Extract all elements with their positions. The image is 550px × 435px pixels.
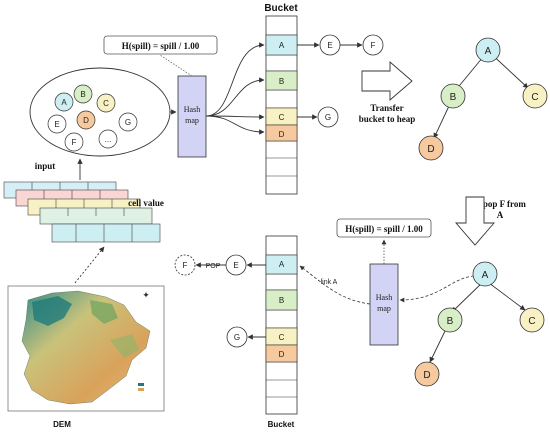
bottom-bucket-c-label: C: [279, 333, 285, 342]
top-heap-node-a-label: A: [485, 46, 492, 57]
bottom-node-e-label: E: [233, 261, 238, 270]
input-node-g-label: G: [125, 118, 131, 127]
top-bucket-b: [265, 70, 298, 91]
top-bucket-d-label: D: [279, 130, 285, 139]
top-bucket-title: Bucket: [264, 3, 298, 14]
bottom-heap-node-c: [519, 307, 545, 333]
bottom-hash-map: [369, 263, 399, 346]
bottom-bucket-b-label: B: [279, 296, 284, 305]
input-node-d-label: D: [83, 116, 89, 125]
bottom-node-f-label: F: [183, 261, 188, 270]
link-a-arrow: [299, 265, 371, 305]
top-formula-link: [159, 54, 193, 77]
bottom-bucket-d: [265, 344, 298, 363]
top-chain-node-g-label: G: [325, 113, 331, 122]
bottom-formula-text: H(spill) = spill / 1.00: [345, 224, 423, 234]
dem-label: DEM: [53, 420, 71, 429]
top-heap-node-b: [440, 83, 466, 109]
bottom-node-g: [226, 326, 248, 348]
top-hash-map: [177, 75, 207, 158]
input-node-e: [47, 114, 67, 134]
top-formula-text: H(spill) = spill / 1.00: [122, 41, 200, 51]
bottom-heap: [429, 279, 526, 363]
bottom-heap-node-a: [472, 261, 498, 287]
bottom-heap-node-b: [437, 307, 463, 333]
cell-value-grids: [3, 181, 161, 243]
top-hash-to-bucket-arrows: [205, 42, 265, 135]
pop-block-arrow: [455, 196, 495, 246]
input-node-e-label: E: [54, 120, 59, 129]
input-label: input: [35, 161, 56, 171]
bottom-heap-node-b-label: B: [447, 316, 454, 327]
transfer-block-arrow: [361, 61, 413, 101]
bottom-heap-node-c-label: C: [528, 316, 535, 327]
top-chain-node-f: [362, 34, 384, 56]
top-heap-node-d-label: D: [427, 144, 434, 155]
input-node-ellipsis: [98, 129, 118, 149]
top-heap-node-c: [522, 83, 548, 109]
heap-to-hash-arrow: [399, 275, 475, 303]
bottom-hash-label-2: map: [377, 304, 391, 313]
pop-text-1: If pop F from: [474, 199, 526, 209]
transfer-label-1: Transfer: [370, 103, 403, 113]
dem-map: ✦: [7, 285, 165, 412]
top-hash-label-1: Hash: [184, 105, 200, 114]
svg-text:✦: ✦: [142, 291, 150, 301]
pop-text-2: A: [497, 210, 504, 220]
bottom-heap-node-d: [414, 361, 440, 387]
top-bucket-b-label: B: [279, 77, 284, 86]
input-node-a: [54, 92, 74, 112]
top-chain-node-e-label: E: [327, 41, 332, 50]
bottom-bucket-b: [265, 289, 298, 311]
input-node-c-label: C: [103, 99, 109, 108]
input-node-b: [73, 84, 93, 104]
top-chain-node-f-label: F: [371, 41, 376, 50]
bottom-formula-box: [336, 218, 432, 238]
input-node-b-label: B: [80, 90, 85, 99]
bottom-node-g-label: G: [234, 333, 240, 342]
link-a-label: link A: [321, 279, 338, 286]
cell-value-label: cell value: [128, 198, 164, 208]
bottom-bucket-d-label: D: [279, 350, 285, 359]
bottom-heap-node-d-label: D: [423, 370, 430, 381]
bottom-bucket-a: [265, 254, 298, 275]
input-node-f-label: F: [72, 138, 77, 147]
input-node-c: [96, 93, 116, 113]
bottom-bucket-title: Bucket: [268, 420, 295, 429]
input-node-d: [76, 110, 96, 130]
input-node-f: [64, 132, 84, 152]
top-heap-node-b-label: B: [450, 92, 457, 103]
pop-label: POP: [206, 263, 221, 270]
bottom-node-f-popped: [174, 254, 196, 276]
bottom-bucket-a-label: A: [279, 260, 285, 269]
top-heap-node-c-label: C: [531, 92, 538, 103]
top-hash-label-2: map: [185, 116, 199, 125]
top-chain-node-g: [317, 106, 339, 128]
top-formula-box: [103, 35, 218, 55]
top-bucket-c-label: C: [279, 113, 285, 122]
transfer-label-2: bucket to heap: [359, 114, 416, 124]
input-node-ellipsis-label: ...: [105, 135, 112, 144]
input-node-a-label: A: [61, 98, 67, 107]
top-heap-node-a: [475, 37, 501, 63]
bottom-hash-label-1: Hash: [376, 293, 392, 302]
top-bucket-d: [265, 124, 298, 142]
top-heap-node-d: [418, 135, 444, 161]
dem-to-grid-arrow: [74, 246, 105, 284]
top-bucket-a-label: A: [279, 41, 285, 50]
bottom-heap-node-a-label: A: [482, 270, 489, 281]
input-node-g: [118, 112, 138, 132]
